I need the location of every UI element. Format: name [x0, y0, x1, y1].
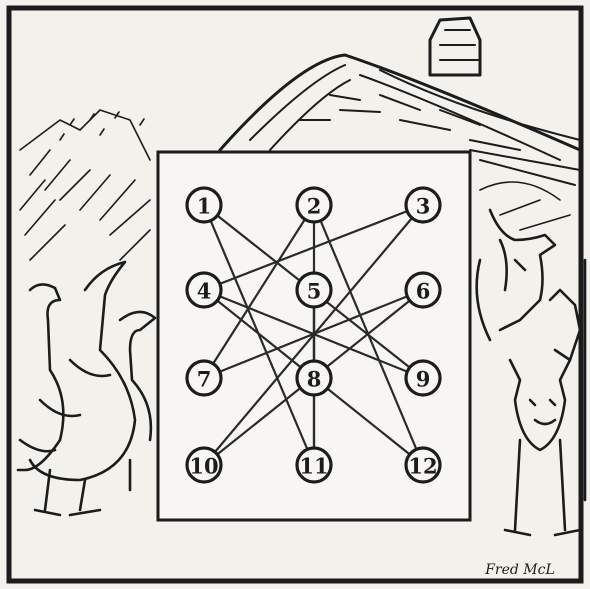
node-label: 5	[307, 279, 322, 304]
node-label: 4	[197, 279, 212, 304]
node-3[interactable]: 3	[406, 188, 440, 222]
node-2[interactable]: 2	[297, 188, 331, 222]
node-label: 12	[408, 454, 437, 479]
artist-signature: Fred McL	[484, 562, 555, 578]
node-8[interactable]: 8	[297, 361, 331, 395]
node-4[interactable]: 4	[187, 273, 221, 307]
node-label: 9	[416, 367, 431, 392]
node-9[interactable]: 9	[406, 361, 440, 395]
node-label: 7	[197, 367, 212, 392]
node-label: 1	[197, 194, 212, 219]
node-label: 6	[416, 279, 431, 304]
node-label: 2	[307, 194, 322, 219]
node-label: 10	[189, 454, 218, 479]
node-10[interactable]: 10	[187, 448, 221, 482]
node-1[interactable]: 1	[187, 188, 221, 222]
node-7[interactable]: 7	[187, 361, 221, 395]
node-6[interactable]: 6	[406, 273, 440, 307]
node-label: 8	[307, 367, 322, 392]
node-5[interactable]: 5	[297, 273, 331, 307]
node-label: 11	[299, 454, 328, 479]
node-11[interactable]: 11	[297, 448, 331, 482]
node-12[interactable]: 12	[406, 448, 440, 482]
node-label: 3	[416, 194, 431, 219]
